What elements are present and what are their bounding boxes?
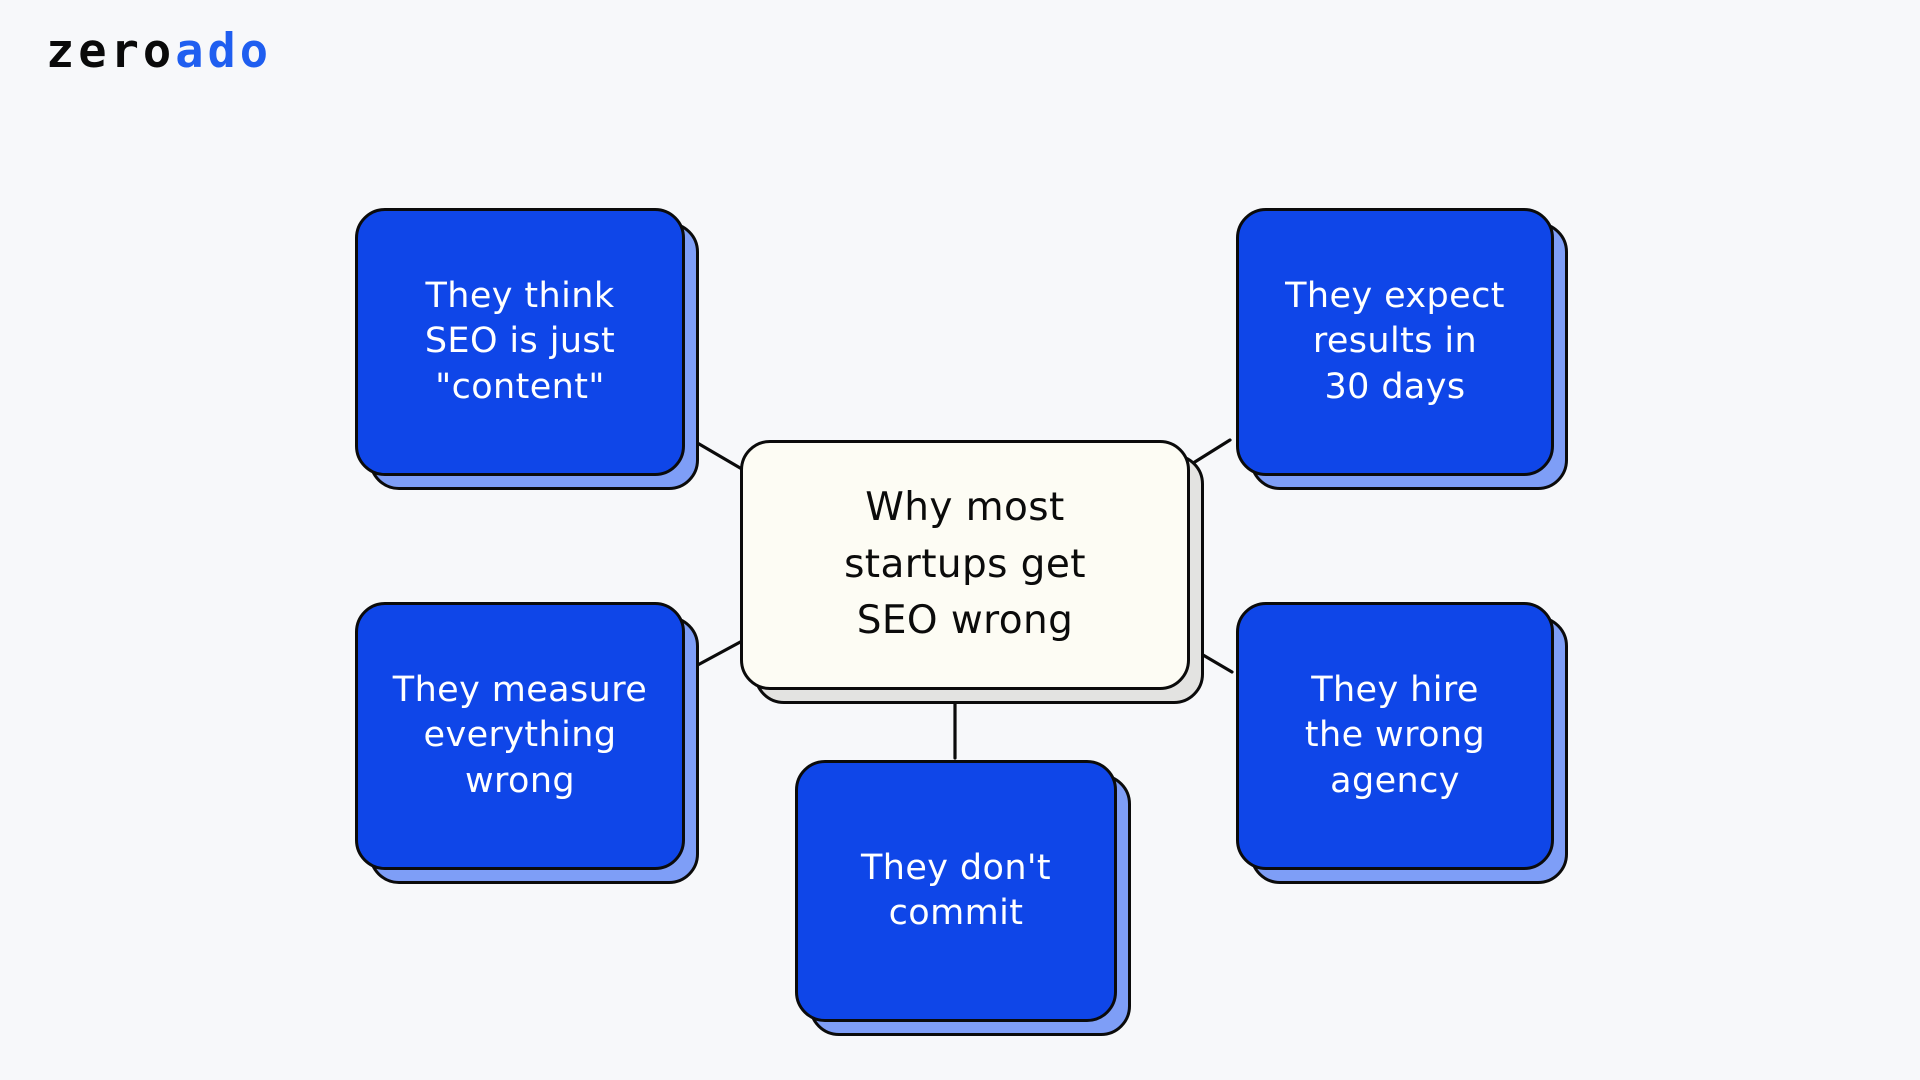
branch-seo-is-content-label: They think SEO is just "content" — [424, 275, 616, 407]
brand-logo-primary: zero — [46, 24, 176, 79]
branch-measure-wrong-label: They measure everything wrong — [392, 669, 648, 801]
brand-logo: zeroado — [46, 28, 272, 75]
branch-dont-commit-body[interactable]: They don't commit — [795, 760, 1117, 1022]
branch-results-30-days-body[interactable]: They expect results in 30 days — [1236, 208, 1554, 476]
central-node-label: Why most startups get SEO wrong — [844, 485, 1086, 644]
branch-measure-wrong-body[interactable]: They measure everything wrong — [355, 602, 685, 870]
branch-measure-wrong[interactable]: They measure everything wrong — [355, 602, 699, 884]
connector-to-measure-wrong — [692, 638, 746, 669]
branch-wrong-agency-body[interactable]: They hire the wrong agency — [1236, 602, 1554, 870]
branch-dont-commit-label: They don't commit — [860, 847, 1052, 934]
branch-seo-is-content-body[interactable]: They think SEO is just "content" — [355, 208, 685, 476]
branch-results-30-days[interactable]: They expect results in 30 days — [1236, 208, 1568, 490]
branch-seo-is-content[interactable]: They think SEO is just "content" — [355, 208, 699, 490]
branch-results-30-days-label: They expect results in 30 days — [1285, 275, 1505, 407]
branch-wrong-agency-label: They hire the wrong agency — [1304, 669, 1486, 801]
branch-dont-commit[interactable]: They don't commit — [795, 760, 1131, 1036]
central-node[interactable]: Why most startups get SEO wrong — [740, 440, 1204, 704]
brand-logo-accent: ado — [175, 24, 273, 79]
branch-wrong-agency[interactable]: They hire the wrong agency — [1236, 602, 1568, 884]
central-node-body[interactable]: Why most startups get SEO wrong — [740, 440, 1190, 690]
